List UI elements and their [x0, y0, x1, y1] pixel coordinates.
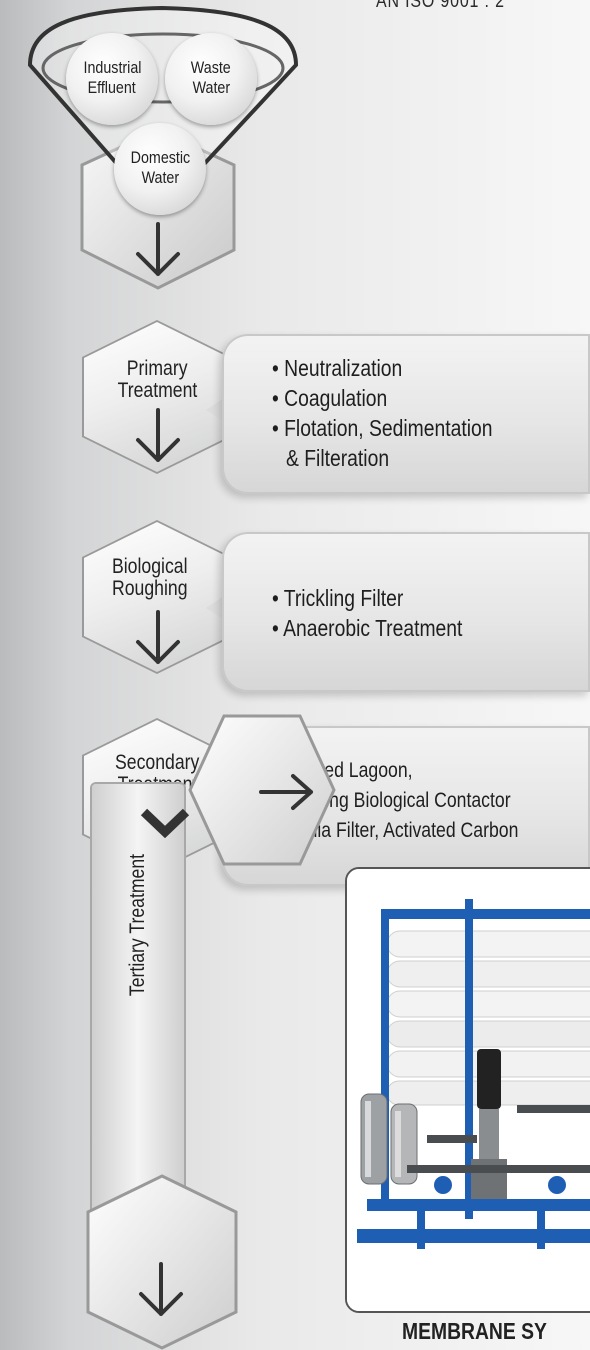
- step-title: Biological Roughing: [84, 556, 222, 600]
- industrial-line-2: Effluent: [87, 78, 137, 97]
- bullet-item: • Anaerobic Treatment: [272, 615, 463, 641]
- step-title-line-1: Biological: [112, 555, 188, 578]
- right-arrow-icon: [259, 774, 313, 810]
- footer-caption-text: MEMBRANE SY: [402, 1318, 547, 1344]
- step-title: Primary Treatment: [84, 358, 230, 402]
- tertiary-treatment-bar: [92, 784, 184, 1236]
- membrane-system-photo: [345, 867, 590, 1313]
- step-title-line-1: Primary: [126, 357, 188, 380]
- bottom-hexagon: [86, 1174, 238, 1350]
- step-detail-panel: [222, 532, 590, 692]
- down-arrow-icon: [136, 610, 180, 664]
- bullet-list: • Neutralization • Coagulation • Flotati…: [272, 353, 534, 473]
- bullet-item: • Media Filter, Activated Carbon: [272, 819, 519, 842]
- down-arrow-icon: [136, 222, 180, 276]
- blue-frame: [357, 899, 590, 1249]
- footer-caption: MEMBRANE SY: [402, 1318, 575, 1345]
- tertiary-text: Tertiary Treatment: [126, 853, 149, 997]
- step-title-line-2: Roughing: [112, 577, 188, 600]
- bullet-item: & Filteration: [286, 445, 390, 471]
- step-detail-panel: [222, 334, 590, 494]
- waste-line-2: Water: [192, 78, 230, 97]
- industrial-line-1: Industrial: [83, 58, 141, 77]
- header-text: AN ISO 9001 : 2: [376, 0, 529, 13]
- bullet-item: • Flotation, Sedimentation: [272, 415, 493, 441]
- tertiary-treatment-label: Tertiary Treatment: [126, 840, 150, 1009]
- down-arrow-icon: [139, 1262, 183, 1316]
- bullet-item: • Coagulation: [272, 385, 388, 411]
- bullet-item: • Trickling Filter: [272, 585, 404, 611]
- header-fragment: AN ISO 9001 : 2: [376, 0, 505, 12]
- bullet-item: • Neutralization: [272, 355, 403, 381]
- step-title-line-2: Treatment: [117, 379, 197, 402]
- domestic-line-1: Domestic: [130, 148, 190, 167]
- step-title-line-1: Secondary: [114, 751, 200, 774]
- filter-housings: [360, 1093, 418, 1185]
- funnel-rim: [41, 32, 285, 104]
- domestic-line-2: Water: [141, 168, 179, 187]
- membrane-system-illustration: [347, 869, 590, 1311]
- bullet-list: • Trickling Filter • Anaerobic Treatment: [272, 583, 499, 643]
- waste-line-1: Waste: [191, 58, 231, 77]
- pipes: [407, 1105, 590, 1173]
- chevron-down-icon: [140, 808, 190, 838]
- down-arrow-icon: [136, 408, 180, 462]
